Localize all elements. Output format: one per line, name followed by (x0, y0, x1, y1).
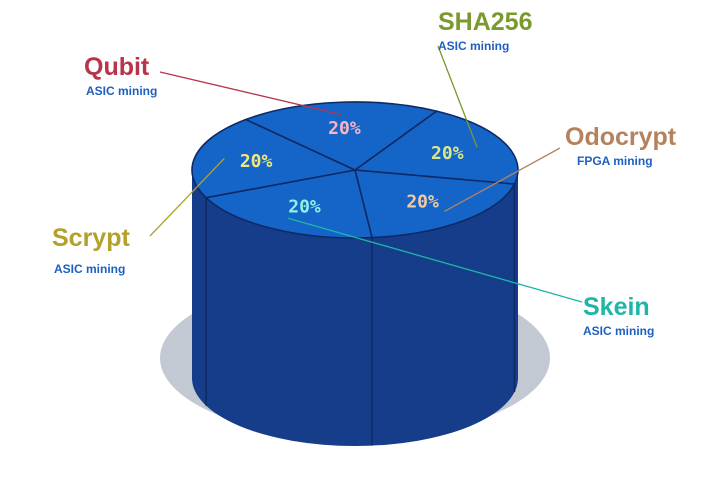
leader-line-qubit (159, 71, 342, 116)
leader-line-scrypt (149, 157, 225, 237)
leader-line-sha256 (437, 45, 478, 148)
slice-name-skein: Skein (583, 293, 650, 321)
slice-value-odocrypt: 20% (406, 191, 439, 212)
slice-name-scrypt: Scrypt (52, 224, 130, 252)
cylinder-side (192, 170, 518, 446)
slice-scrypt (191, 118, 358, 199)
slice-qubit (243, 101, 439, 171)
slice-name-sha256: SHA256 (438, 8, 533, 36)
leader-line-skein (288, 217, 583, 303)
slice-name-qubit: Qubit (84, 53, 150, 81)
slice-sha256 (352, 110, 519, 185)
slice-value-sha256: 20% (431, 143, 464, 164)
slice-skein (204, 169, 374, 239)
slice-name-odocrypt: Odocrypt (565, 123, 677, 151)
slice-odocrypt (353, 169, 516, 239)
slice-note-odocrypt: FPGA mining (577, 154, 653, 168)
slice-value-skein: 20% (288, 197, 321, 218)
slice-note-sha256: ASIC mining (438, 39, 510, 53)
leader-line-odocrypt (444, 147, 561, 212)
slice-value-qubit: 20% (328, 118, 361, 139)
slice-note-skein: ASIC mining (583, 324, 655, 338)
slice-value-scrypt: 20% (240, 151, 273, 172)
slice-note-qubit: ASIC mining (86, 84, 158, 98)
pie-slices: 20% 20% 20% 20% 20% (191, 101, 519, 239)
slice-note-scrypt: ASIC mining (54, 262, 126, 276)
leader-lines (149, 45, 583, 303)
side-dividers (205, 184, 516, 446)
